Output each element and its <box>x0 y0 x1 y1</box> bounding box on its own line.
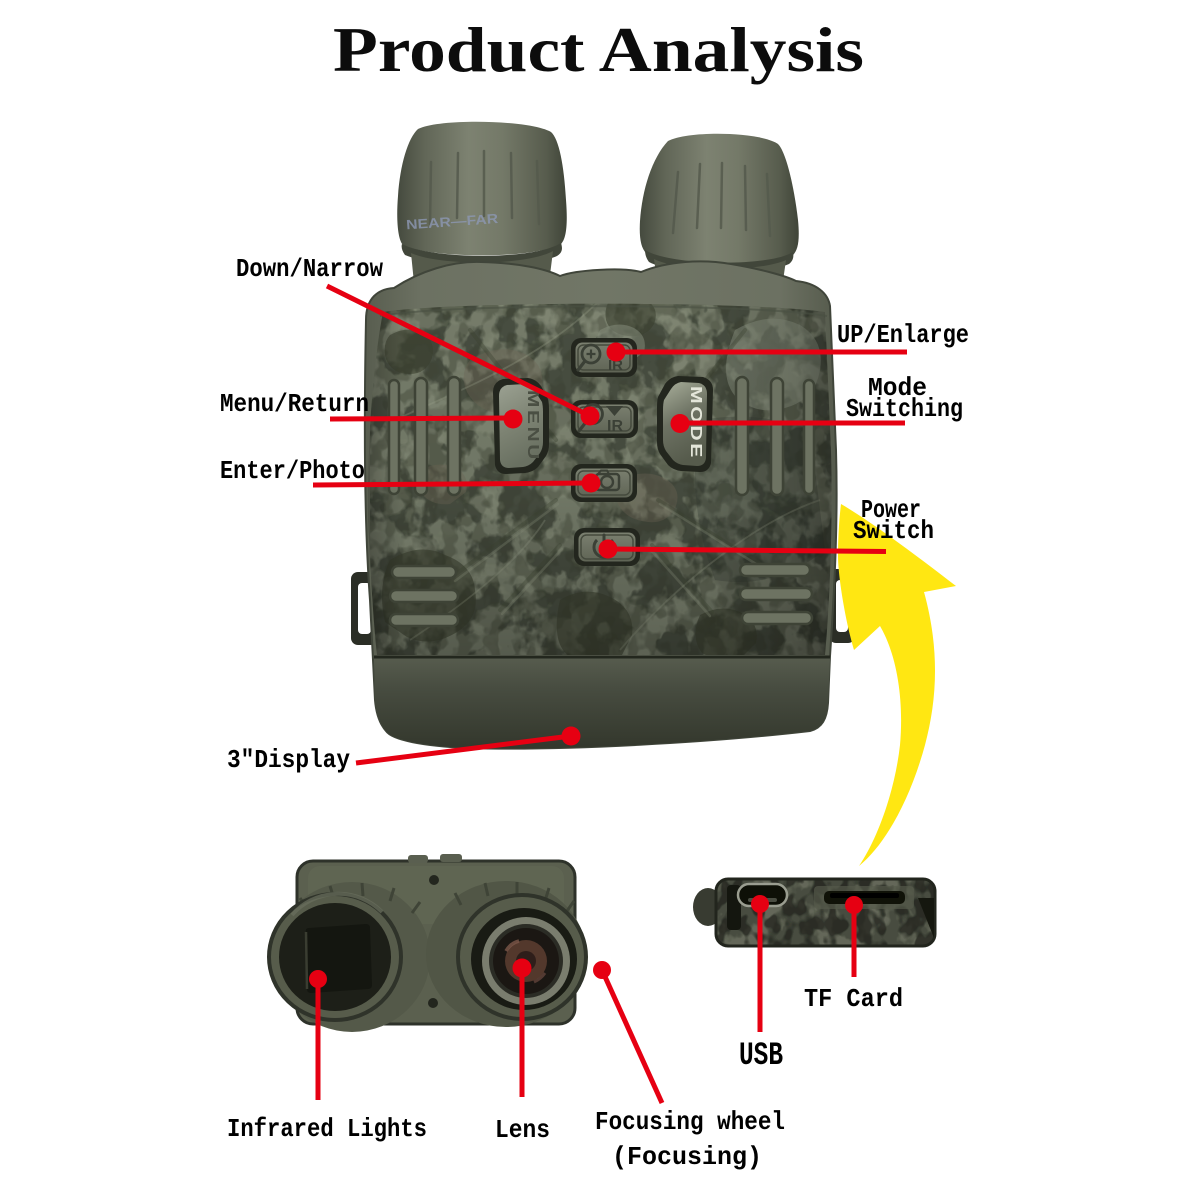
svg-text:Product Analysis: Product Analysis <box>333 14 864 85</box>
svg-text:3"Display: 3"Display <box>227 745 350 775</box>
svg-text:Down/Narrow: Down/Narrow <box>236 254 383 284</box>
svg-text:Mode: Mode <box>868 373 927 403</box>
svg-text:(Focusing): (Focusing) <box>612 1142 762 1172</box>
svg-text:USB: USB <box>739 1037 783 1074</box>
svg-text:Enter/Photo: Enter/Photo <box>220 456 365 486</box>
svg-text:NEAR—FAR: NEAR—FAR <box>406 211 499 232</box>
svg-text:Power: Power <box>861 495 921 525</box>
svg-text:IR: IR <box>608 357 623 374</box>
svg-text:TF Card: TF Card <box>804 984 903 1014</box>
svg-text:UP/Enlarge: UP/Enlarge <box>837 320 969 350</box>
svg-text:Switching: Switching <box>846 394 963 424</box>
svg-text:IR: IR <box>607 418 623 435</box>
svg-text:Infrared Lights: Infrared Lights <box>227 1114 427 1144</box>
svg-text:Menu/Return: Menu/Return <box>220 389 369 419</box>
svg-text:Lens: Lens <box>495 1115 550 1145</box>
svg-text:Switch: Switch <box>853 516 934 546</box>
svg-text:Focusing wheel: Focusing wheel <box>595 1107 785 1137</box>
svg-text:MENU: MENU <box>524 390 541 462</box>
